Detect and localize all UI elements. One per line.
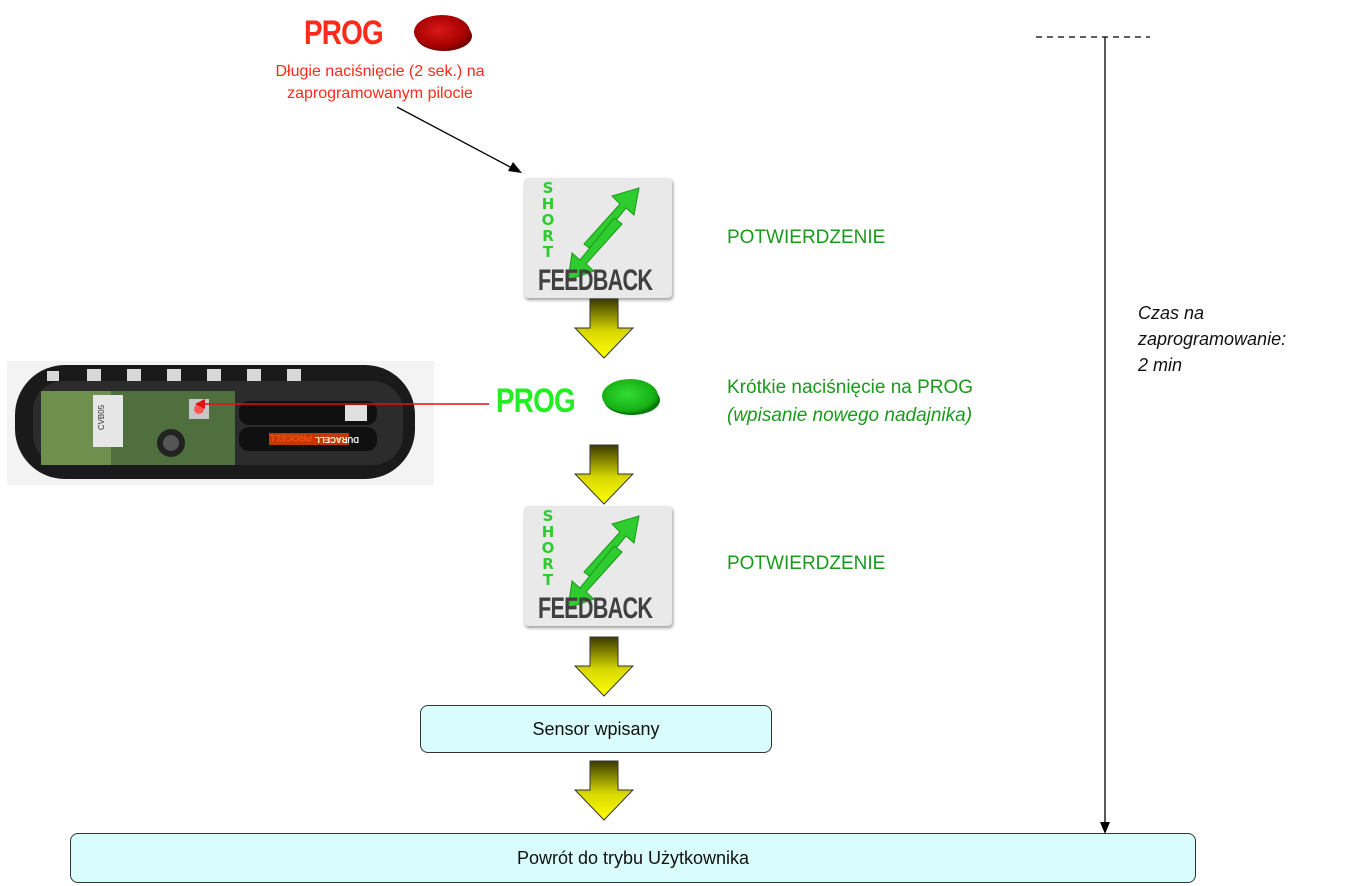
prog-label-red: PROG <box>304 14 384 52</box>
feedback-graphic-2 <box>567 515 640 609</box>
down-arrow-icon-2 <box>574 444 634 505</box>
letter: O <box>541 211 555 229</box>
confirm-label-1: POTWIERDZENIE <box>727 227 886 248</box>
step2-description-line1: Krótkie naciśnięcie na PROG <box>727 377 974 398</box>
letter: S <box>542 179 554 197</box>
sensor-registered-label: Sensor wpisany <box>532 718 660 739</box>
letter: O <box>541 539 555 557</box>
battery-brand-label: DURACELL <box>315 435 359 444</box>
down-arrow-icon-3 <box>574 636 634 697</box>
short-feedback-icon-1: S H O R T FEEDBACK <box>524 178 672 298</box>
battery-line-label: PROCELL <box>269 433 313 443</box>
time-note: Czas na zaprogramowanie: 2 min <box>1138 300 1286 378</box>
timeline <box>1036 36 1150 834</box>
feedback-word-1: FEEDBACK <box>538 264 653 297</box>
prog-button-red-icon <box>414 15 472 51</box>
prog-button-green-icon <box>602 379 660 415</box>
time-note-line1: Czas na <box>1138 303 1205 323</box>
board-code-label: CVB05 <box>97 404 107 431</box>
feedback-vertical-letters-1: S H O R T <box>538 180 558 260</box>
sensor-photo: DURACELL PROCELL CVB05 <box>7 361 434 485</box>
down-arrow-icon-4 <box>574 760 634 821</box>
feedback-word-2: FEEDBACK <box>538 592 653 625</box>
letter: T <box>542 571 554 589</box>
sensor-photo-graphic <box>7 361 434 485</box>
step1-description-line1: Długie naciśnięcie (2 sek.) na <box>275 63 485 80</box>
letter: H <box>541 523 555 541</box>
letter: H <box>541 195 555 213</box>
step2-description-line2: (wpisanie nowego nadajnika) <box>727 405 973 426</box>
short-feedback-icon-2: S H O R T FEEDBACK <box>524 506 672 626</box>
feedback-graphic-1 <box>567 187 640 281</box>
sensor-registered-box: Sensor wpisany <box>420 705 772 753</box>
return-user-mode-label: Powrót do trybu Użytkownika <box>516 847 750 868</box>
letter: S <box>542 507 554 525</box>
photo-pointer-line <box>195 399 489 409</box>
letter: R <box>542 555 554 573</box>
prog-label-green: PROG <box>496 382 576 420</box>
time-note-line3: 2 min <box>1138 355 1183 375</box>
step2-description: Krótkie naciśnięcie na PROG (wpisanie no… <box>727 374 973 430</box>
letter: T <box>542 243 554 261</box>
return-user-mode-box: Powrót do trybu Użytkownika <box>70 833 1196 883</box>
step1-description: Długie naciśnięcie (2 sek.) na zaprogram… <box>240 61 520 105</box>
letter: R <box>542 227 554 245</box>
confirm-label-2: POTWIERDZENIE <box>727 553 886 574</box>
time-note-line2: zaprogramowanie: <box>1138 329 1287 349</box>
step1-description-line2: zaprogramowanym pilocie <box>287 85 473 102</box>
down-arrow-icon-1 <box>574 298 634 359</box>
feedback-vertical-letters-2: S H O R T <box>538 508 558 588</box>
